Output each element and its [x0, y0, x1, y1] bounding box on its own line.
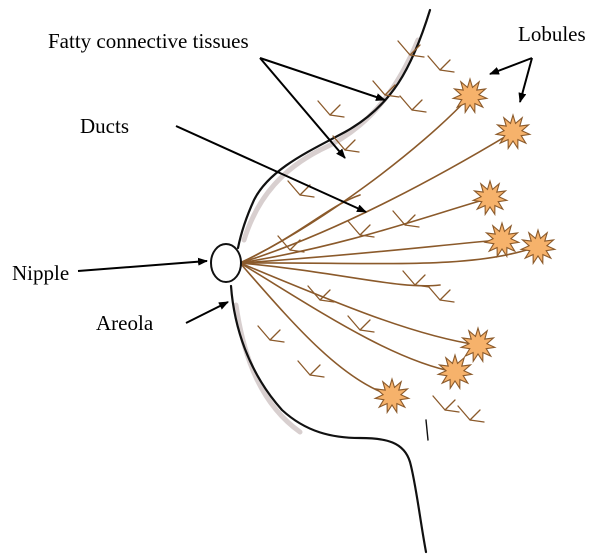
chest-wall-line [426, 420, 428, 440]
lobule-group [375, 79, 555, 412]
lobule [485, 223, 519, 256]
lower-skin-outline [231, 286, 426, 552]
fatty-tissue-mark [258, 326, 284, 342]
lobule [496, 115, 530, 148]
lobule [438, 355, 472, 388]
lobule [473, 181, 507, 214]
skin-shading [236, 40, 418, 432]
fatty-tissue-mark [318, 101, 344, 117]
lobules-pointer-1 [490, 58, 532, 74]
lobule [461, 328, 495, 361]
nipple-shape [211, 244, 241, 282]
fatty-tissue-mark [298, 361, 324, 377]
duct-line [240, 263, 440, 286]
fatty-tissue-mark [393, 211, 419, 227]
label-fatty-connective-tissues: Fatty connective tissues [48, 29, 249, 53]
duct-line [240, 132, 513, 263]
label-ducts: Ducts [80, 114, 129, 138]
fatty-tissue-mark [458, 406, 484, 422]
duct-network [240, 96, 536, 396]
fatty-tissue-mark [278, 236, 304, 252]
fatty-tissue-mark [400, 96, 426, 112]
lobule [375, 379, 409, 412]
label-areola: Areola [96, 311, 154, 335]
label-lobules: Lobules [518, 22, 586, 46]
lobules-pointer-2 [520, 58, 532, 102]
fatty-tissue-mark [433, 396, 459, 412]
breast-outline [231, 10, 430, 552]
fatty-tissue-mark [428, 286, 454, 302]
label-nipple: Nipple [12, 261, 69, 285]
lobule [521, 230, 555, 263]
fatty-tissue-mark [398, 41, 424, 57]
areola-pointer [186, 302, 228, 323]
nipple-pointer [78, 261, 207, 271]
duct-line [240, 263, 455, 372]
fatty-tissue-mark [428, 56, 454, 72]
